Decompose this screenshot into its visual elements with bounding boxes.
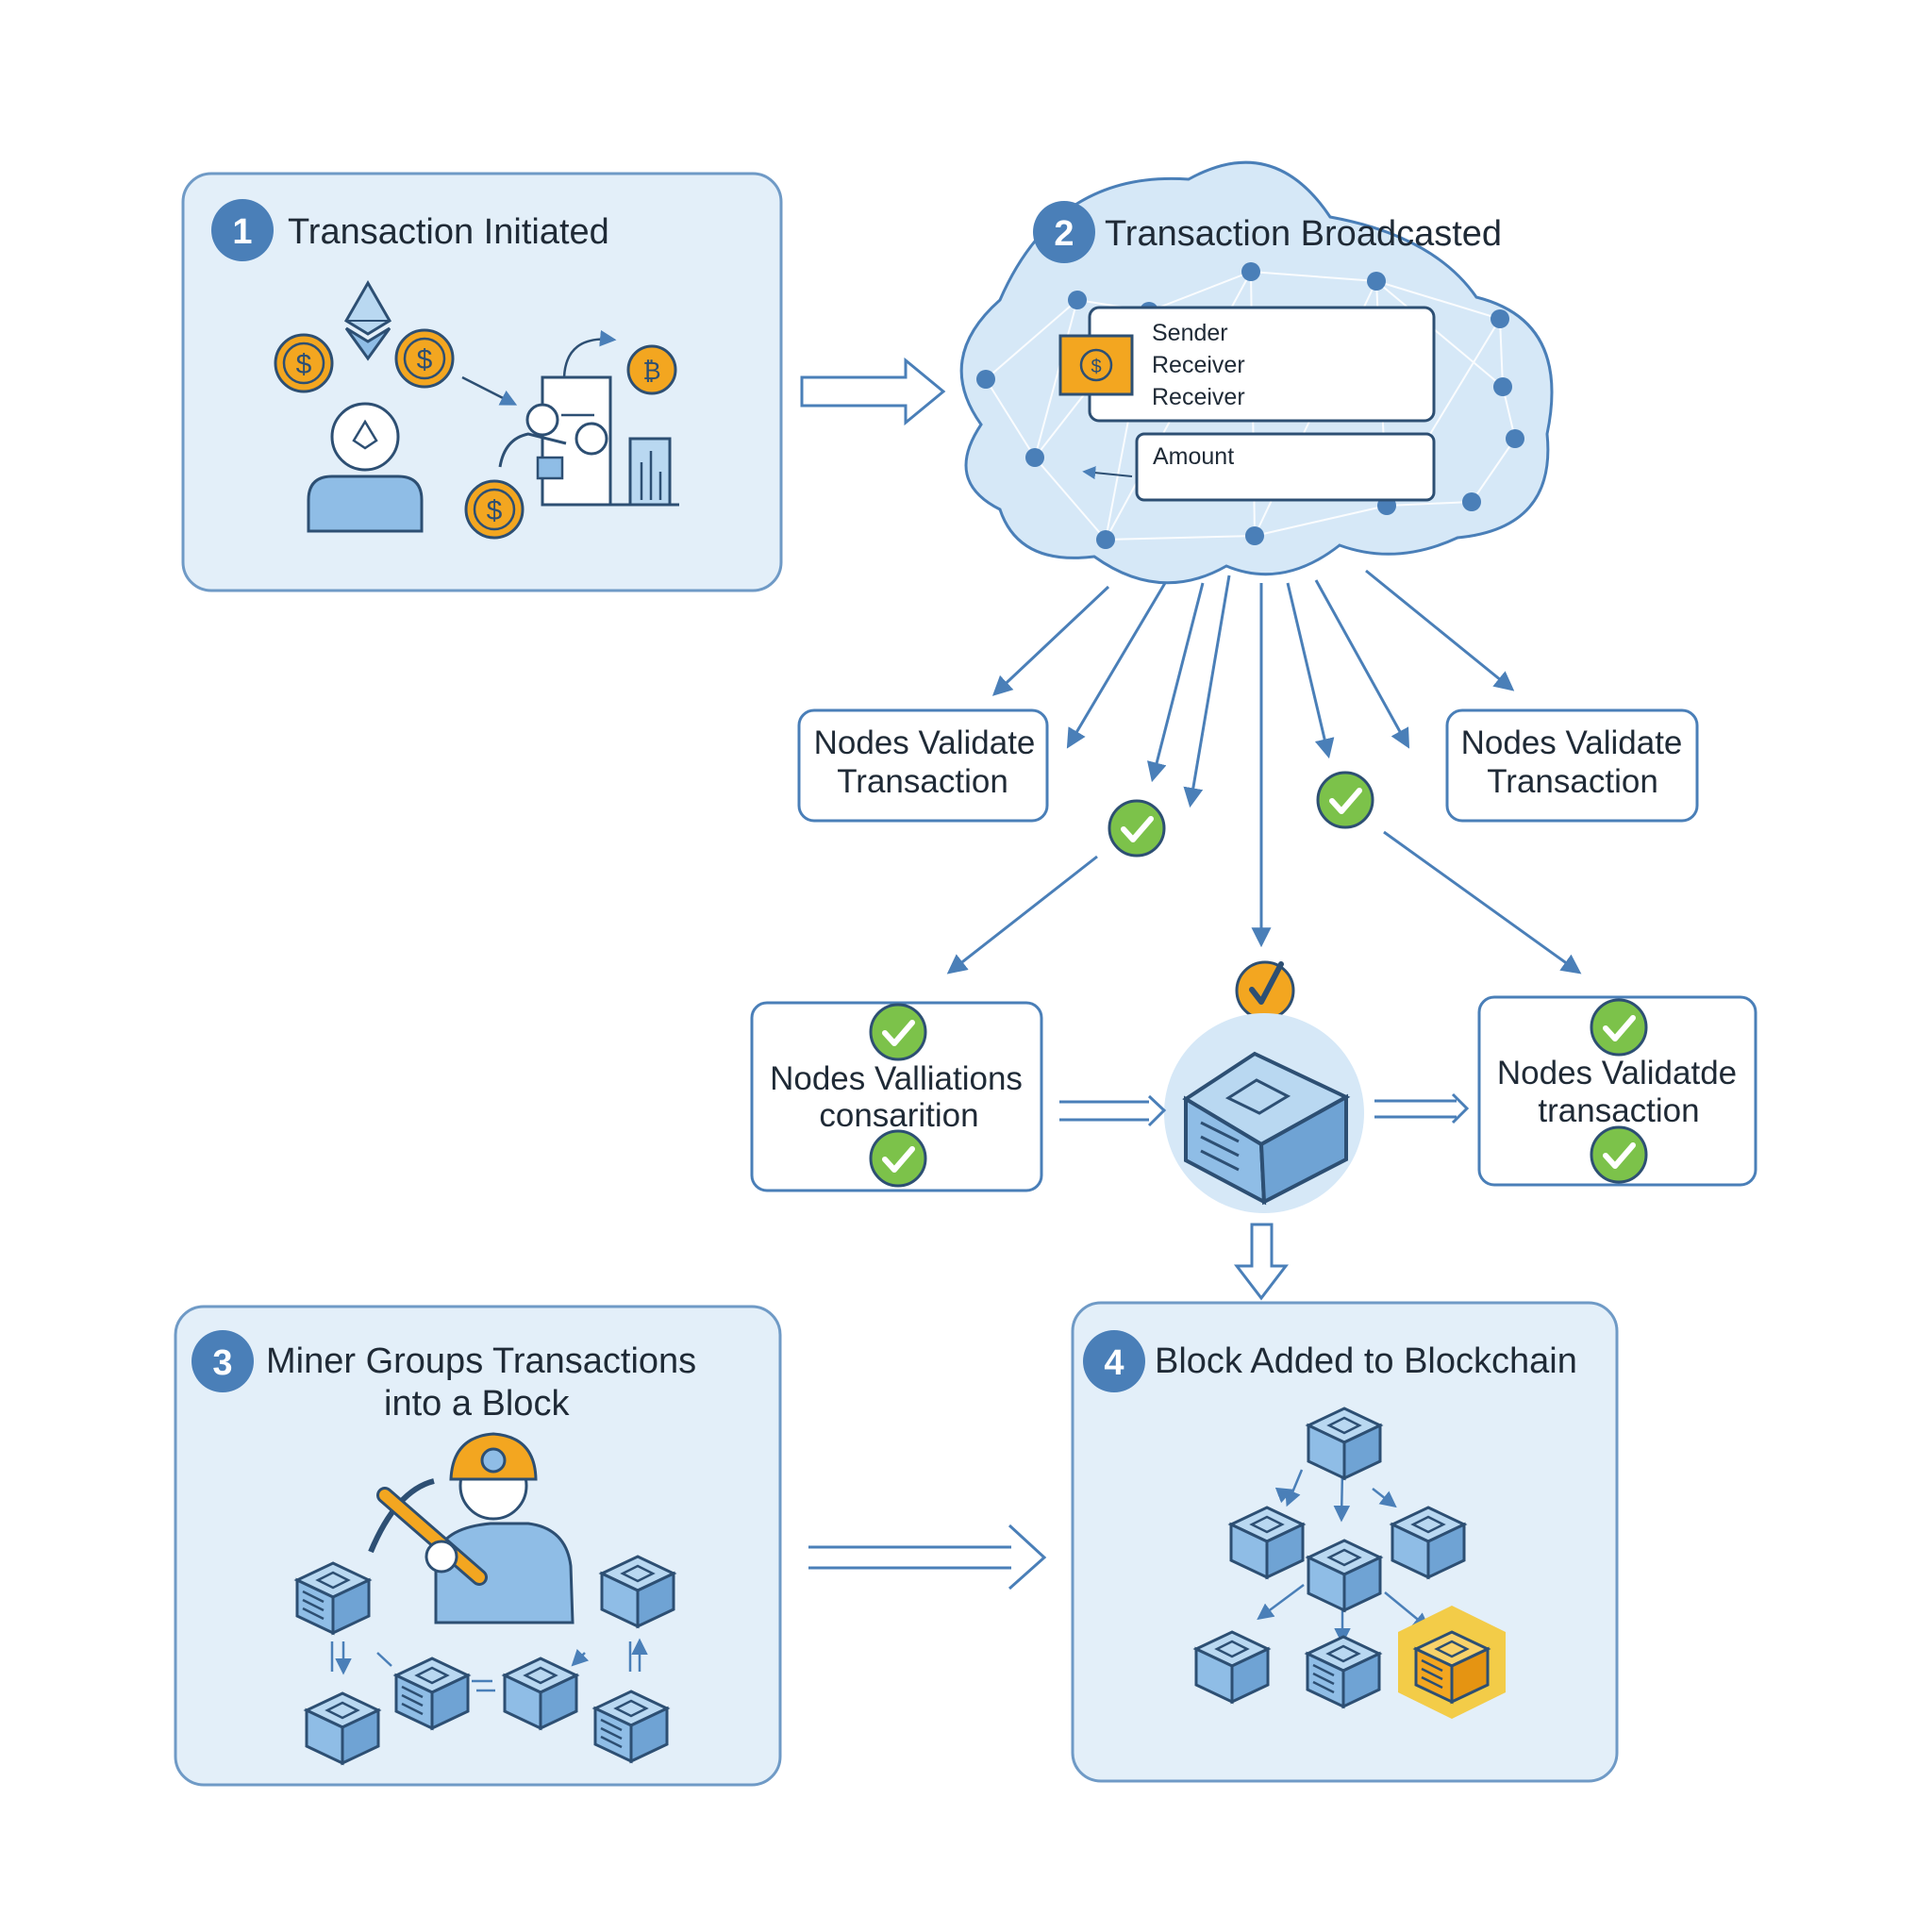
- svg-text:Transaction: Transaction: [837, 763, 1008, 800]
- step-2-badge: 2: [1033, 201, 1095, 263]
- step-4-title: Block Added to Blockchain: [1155, 1341, 1577, 1381]
- step-3-title-line1: Miner Groups Transactions: [266, 1341, 696, 1381]
- blockchain-icon: [1194, 1407, 1506, 1719]
- block-icon: [295, 1561, 371, 1635]
- pickaxe-icon: [368, 1478, 488, 1586]
- miner-icon: [434, 1432, 575, 1624]
- coin-icon: ₿: [626, 344, 677, 395]
- step-1-badge: 1: [211, 199, 274, 261]
- flow-arrow-to-block: [1059, 1094, 1167, 1127]
- flow-arrow-3-to-4: [808, 1524, 1047, 1591]
- node-validate-top-right: Nodes Validate Transaction: [1445, 708, 1699, 823]
- step-1-panel: 1 Transaction Initiated ₿: [181, 172, 783, 592]
- node-validate-top-left: Nodes Validate Transaction: [797, 708, 1049, 823]
- flow-arrow-1-to-2: [800, 357, 946, 426]
- block-icon: [503, 1657, 578, 1730]
- svg-text:Nodes Validatde: Nodes Validatde: [1497, 1055, 1737, 1091]
- amount-field-label: Amount: [1153, 443, 1234, 470]
- grouping-arrows: [332, 1641, 640, 1692]
- person-icon: [307, 402, 424, 533]
- step-4-panel: 4 Block Added to Blockchain: [1071, 1301, 1619, 1783]
- svg-text:2: 2: [1054, 214, 1074, 254]
- svg-text:$: $: [1091, 357, 1101, 377]
- step-4-badge: 4: [1083, 1330, 1145, 1392]
- sender-field-label: Sender: [1152, 320, 1228, 346]
- step-2-title: Transaction Broadcasted: [1105, 214, 1502, 254]
- check-icon: [1235, 960, 1295, 1021]
- broadcast-arrows: [946, 569, 1582, 974]
- transaction-form: $ Sender Receiver Receiver Amount: [1058, 306, 1436, 502]
- coin-icon: [274, 333, 334, 393]
- svg-text:1: 1: [232, 212, 252, 252]
- step-1-title: Transaction Initiated: [288, 212, 609, 252]
- svg-text:Nodes Validate: Nodes Validate: [1461, 724, 1683, 761]
- node-validate-mid-right: Nodes Validatde transaction: [1477, 995, 1757, 1187]
- transfer-arrow-icon: [461, 329, 617, 406]
- exchange-icon: [498, 375, 679, 507]
- receiver-field-label: Receiver: [1152, 352, 1245, 378]
- svg-text:transaction: transaction: [1538, 1092, 1699, 1129]
- step-3-badge: 3: [192, 1330, 254, 1392]
- node-validations-mid-left: Nodes Valliations consarition: [750, 1001, 1043, 1192]
- coin-icon: [464, 479, 525, 540]
- svg-text:4: 4: [1104, 1343, 1124, 1383]
- block-icon: [394, 1657, 470, 1730]
- block-icon: [600, 1555, 675, 1628]
- receiver-field-label: Receiver: [1152, 384, 1245, 410]
- coin-icon: [394, 328, 455, 389]
- svg-text:Nodes Validate: Nodes Validate: [814, 724, 1036, 761]
- step-3-panel: 3 Miner Groups Transactions into a Block: [174, 1305, 782, 1787]
- svg-text:Transaction: Transaction: [1487, 763, 1658, 800]
- check-icon: [1318, 773, 1373, 827]
- block-icon: [305, 1691, 380, 1765]
- block-icon: [593, 1690, 669, 1763]
- svg-text:3: 3: [212, 1343, 232, 1383]
- check-icon: [1109, 801, 1164, 856]
- block-icon: [1164, 1013, 1364, 1213]
- step-3-title-line2: into a Block: [384, 1384, 570, 1424]
- svg-text:consarition: consarition: [819, 1097, 978, 1134]
- flow-arrow-from-block: [1374, 1092, 1470, 1124]
- flow-arrow-to-step-4: [1233, 1223, 1290, 1301]
- svg-text:₿: ₿: [642, 357, 660, 385]
- svg-text:Nodes Valliations: Nodes Valliations: [770, 1060, 1023, 1097]
- ethereum-icon: [343, 279, 392, 361]
